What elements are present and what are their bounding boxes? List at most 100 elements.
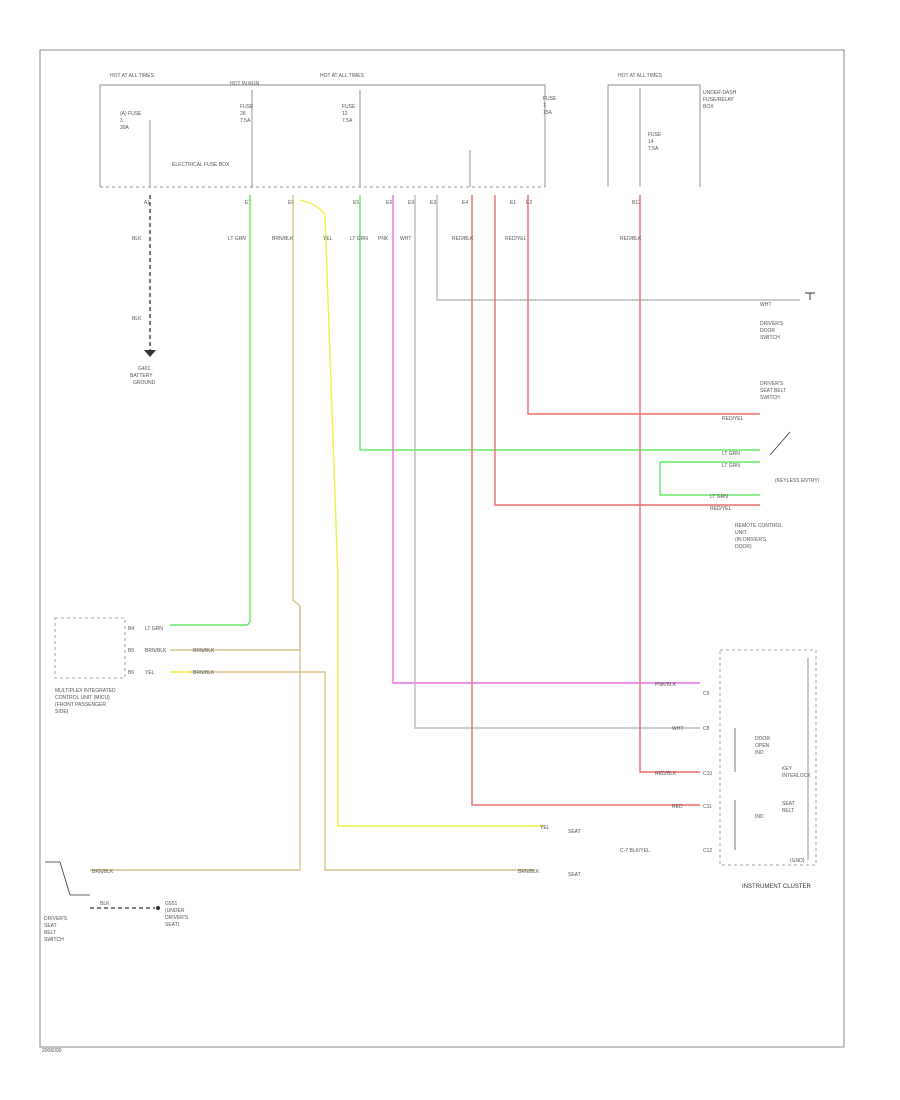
- g501-line-3: DRIVER'S: [165, 915, 189, 921]
- brn-blk-wire-seatbelt: [90, 606, 301, 871]
- lt-grn-remote-label: LT GRN: [710, 494, 728, 500]
- right-comp-4-line-2: UNIT: [735, 530, 747, 536]
- seatbelt-switch-label: DRIVER'S SEAT BELT SWITCH: [44, 916, 68, 943]
- door-switch-icon: [805, 292, 815, 300]
- red-blk-wire-cluster: [639, 195, 700, 773]
- cluster-wire: RED: [672, 804, 683, 810]
- fuse-c: FUSE 12 7.5A: [342, 104, 356, 124]
- cluster-wire: C-7 BLK/YEL: [620, 848, 650, 854]
- cluster-part: SEAT: [782, 801, 795, 807]
- micu-pin: B4: [128, 626, 134, 632]
- micu-wire-label-right: BRN/BLK: [193, 648, 215, 654]
- brn-blk-label: BRN/BLK: [272, 236, 294, 242]
- pin-label: E1: [510, 200, 516, 206]
- cluster-wire: WHT: [672, 726, 683, 732]
- seatbelt-switch-icon: [769, 431, 791, 456]
- keyless-label: (KEYLESS ENTRY): [775, 478, 820, 484]
- right-comp-1-line-2: DOOR: [760, 328, 775, 334]
- hot-label-1: HOT AT ALL TIMES: [110, 73, 155, 79]
- fuse-d-line-2: 1: [543, 103, 546, 109]
- fuse-stubs: [149, 88, 641, 187]
- red-wire-shiftlock: [527, 195, 760, 415]
- cluster-part: OPEN: [755, 743, 770, 749]
- right-comp-4: REMOTE CONTROL UNIT (IN DRIVER'S DOOR): [735, 523, 782, 550]
- pin-labels: A1 E7 E8 E5 E6 E9 E3 E4 E1 E2 B12: [144, 200, 641, 206]
- cluster-wire: PNK/BLK: [655, 682, 677, 688]
- pnk-wire: [392, 195, 700, 684]
- fuse-c-line-3: 7.5A: [342, 118, 353, 124]
- lt-grn-seat-label-2: LT GRN: [722, 463, 740, 469]
- fuse-e-line-2: 14: [648, 139, 654, 145]
- wht-wire-cluster: [414, 195, 700, 729]
- right-comp-4-line-1: REMOTE CONTROL: [735, 523, 782, 529]
- micu-pins: B4 B5 B6 LT GRN BRN/BLK YEL BRN/BLK BRN/…: [128, 626, 215, 676]
- connector-seat-1: SEAT: [568, 829, 581, 835]
- yel-wire: [299, 199, 545, 827]
- right-comp-2-line-3: SWITCH: [760, 395, 780, 401]
- hot-run-label: HOT IN RUN: [230, 81, 259, 87]
- pnk-label: PNK: [378, 236, 389, 242]
- fuse-d-line-1: FUSE: [543, 96, 557, 102]
- seatbelt-label-3: BELT: [44, 930, 56, 936]
- red-wire-remote: [494, 195, 760, 506]
- fuse-b-line-3: 7.5A: [240, 118, 251, 124]
- fuse-c-line-2: 12: [342, 111, 348, 117]
- pin-label: E8: [288, 200, 294, 206]
- grn-wire: [359, 195, 760, 451]
- hot-label-3: HOT AT ALL TIMES: [618, 73, 663, 79]
- pin-label: E5: [353, 200, 359, 206]
- underhood-note: UNDER-DASH FUSE/RELAY BOX: [703, 90, 737, 110]
- red-yel-shift-label: RED/YEL: [722, 416, 744, 422]
- cluster-part: INTERLOCK: [782, 773, 811, 779]
- pin-label: E4: [462, 200, 468, 206]
- brn-blk-wire-shiftlock: [190, 671, 535, 871]
- blk-label: BLK: [100, 901, 110, 907]
- ground-point-icon: [156, 906, 160, 910]
- right-comp-1-line-1: DRIVER'S: [760, 321, 784, 327]
- lt-grn-label: LT GRN: [228, 236, 246, 242]
- fuse-b: FUSE 26 7.5A: [240, 104, 254, 124]
- yel-label: YEL: [323, 236, 333, 242]
- wht-label: WHT: [400, 236, 411, 242]
- lt-grn-wire-remote: [659, 462, 760, 496]
- red-yel-label: RED/YEL: [505, 236, 527, 242]
- micu-wire-label: BRN/BLK: [145, 648, 167, 654]
- seat-belt-switch-icon: [45, 861, 90, 896]
- underhood-note-2: FUSE/RELAY: [703, 97, 734, 103]
- micu-name: MULTIPLEX INTEGRATED CONTROL UNIT (MICU)…: [55, 688, 116, 715]
- instrument-cluster: [719, 649, 817, 866]
- fuse-a-line-1: (A) FUSE: [120, 111, 142, 117]
- ground-wire-label-2: BLK: [132, 316, 142, 322]
- right-comp-4-line-3: (IN DRIVER'S: [735, 537, 767, 543]
- cluster-pin: C9: [703, 691, 710, 697]
- fuse-e-line-1: FUSE: [648, 132, 662, 138]
- micu-wire-label: YEL: [145, 670, 155, 676]
- cluster-part: BELT: [782, 808, 794, 814]
- fuse-d: FUSE 1 15A: [543, 96, 557, 116]
- seatbelt-label-4: SWITCH: [44, 937, 64, 943]
- micu-name-1: MULTIPLEX INTEGRATED: [55, 688, 116, 694]
- pin-label: A1: [144, 200, 150, 206]
- cluster-pin: C11: [703, 804, 712, 810]
- seatbelt-wire-label: BRN/BLK: [92, 869, 114, 875]
- footer-code: 2006000: [42, 1048, 62, 1054]
- micu-wire-label: LT GRN: [145, 626, 163, 632]
- red-label: RED/BLK: [452, 236, 474, 242]
- g501-line-1: G501: [165, 901, 177, 907]
- ground-label-3: GROUND: [133, 380, 156, 386]
- micu-name-4: SIDE): [55, 709, 69, 715]
- pin-label: E9: [408, 200, 414, 206]
- fuse-b-line-1: FUSE: [240, 104, 254, 110]
- cluster-wire: RED/BLK: [655, 771, 677, 777]
- grn-label: LT GRN: [350, 236, 368, 242]
- seatbelt-label-2: SEAT: [44, 923, 57, 929]
- ground-wire-label: BLK: [132, 236, 142, 242]
- ground-label-2: BATTERY: [130, 373, 153, 379]
- instrument-cluster-title: INSTRUMENT CLUSTER: [742, 884, 812, 890]
- micu-wire-label-right: BRN/BLK: [193, 670, 215, 676]
- cluster-pin: C12: [703, 848, 712, 854]
- right-comp-1-line-3: SWITCH: [760, 335, 780, 341]
- cluster-tag: (GND): [790, 858, 805, 864]
- red-remote-label: RED/YEL: [710, 506, 732, 512]
